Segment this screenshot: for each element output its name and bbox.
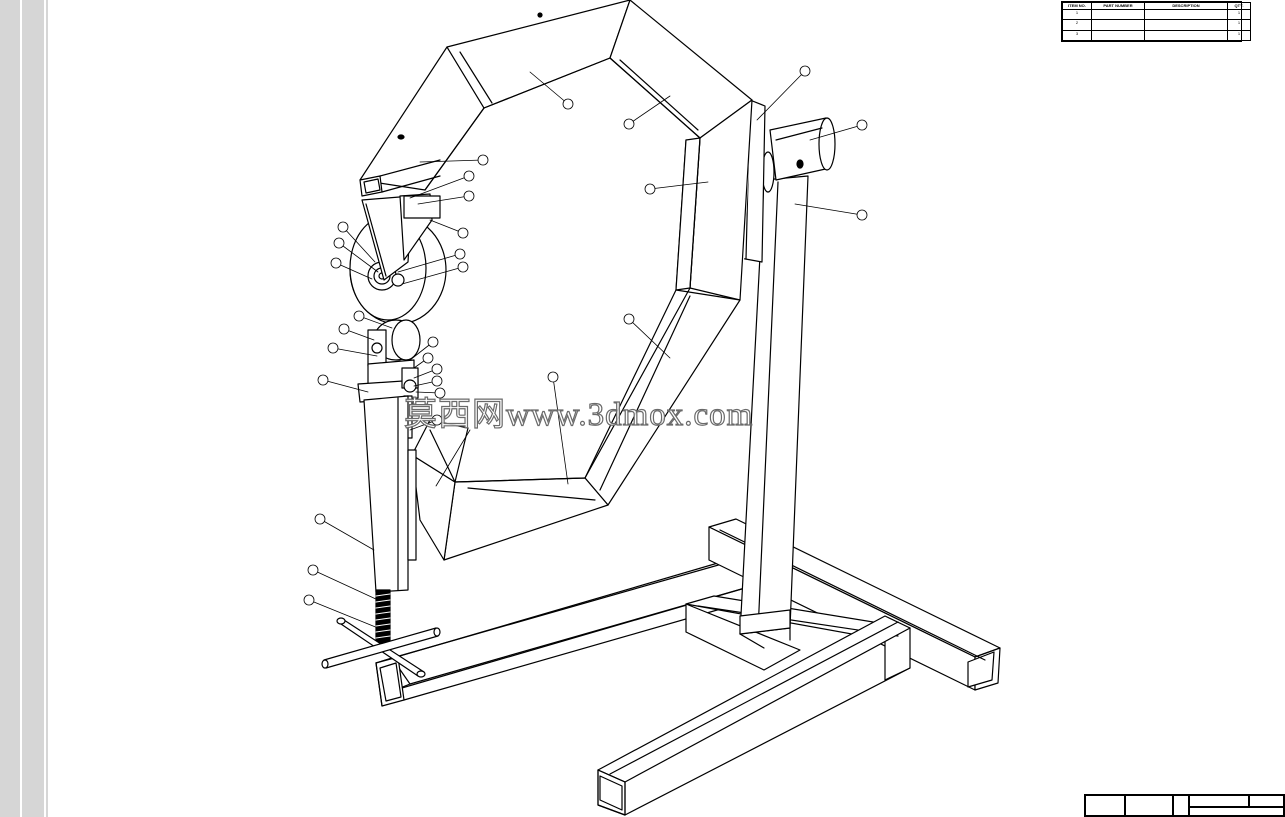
- title-block-scale: [1189, 807, 1284, 816]
- balloon-b1: [562, 98, 574, 110]
- balloon-b27: [547, 371, 559, 383]
- table-row: 2 1: [1062, 19, 1251, 31]
- sheet-margin: [0, 0, 48, 817]
- balloon-b25: [431, 414, 443, 426]
- table-row: 3 1: [1062, 29, 1251, 42]
- table-row: 1 1: [1062, 8, 1251, 21]
- header-qty: QTY.: [1227, 2, 1251, 10]
- balloon-b21: [431, 363, 443, 375]
- watermark: 莫西网www.3dmox.com: [403, 396, 754, 433]
- balloon-b14: [454, 248, 466, 260]
- balloon-b8: [463, 170, 475, 182]
- balloon-b10: [457, 227, 469, 239]
- row-qty: 1: [1227, 29, 1251, 42]
- balloon-b3: [477, 154, 489, 166]
- balloon-b23: [434, 387, 446, 399]
- balloon-b11: [337, 221, 349, 233]
- balloon-b24: [317, 374, 329, 386]
- balloon-b22: [431, 375, 443, 387]
- balloon-b5: [799, 65, 811, 77]
- parts-list-header: ITEM NO. PART NUMBER DESCRIPTION QTY.: [1062, 2, 1251, 10]
- row-item-no: 1: [1062, 8, 1092, 21]
- row-part-number: [1091, 19, 1145, 31]
- title-block-dwg-no: [1189, 795, 1249, 807]
- balloon-b2: [623, 118, 635, 130]
- balloon-b30: [303, 594, 315, 606]
- balloon-b9: [463, 190, 475, 202]
- adjuster-clamp: [357, 359, 419, 439]
- balloon-b16: [353, 310, 365, 322]
- lower-tube: [363, 395, 417, 593]
- title-block-rev: [1249, 795, 1284, 807]
- header-description: DESCRIPTION: [1144, 2, 1228, 10]
- row-description: [1144, 19, 1228, 31]
- screw-handle: [321, 589, 441, 678]
- balloon-b12: [333, 237, 345, 249]
- upright-post: [739, 175, 809, 649]
- title-block-info: [1085, 795, 1125, 816]
- balloon-b26: [623, 313, 635, 325]
- title-block: [1084, 794, 1285, 817]
- row-item-no: 3: [1062, 29, 1092, 42]
- balloon-b13: [330, 257, 342, 269]
- row-description: [1144, 8, 1228, 21]
- title-block-size: [1173, 795, 1189, 816]
- parts-list-table: ITEM NO. PART NUMBER DESCRIPTION QTY. 1 …: [1061, 1, 1251, 42]
- balloon-b7: [856, 209, 868, 221]
- balloon-b29: [307, 564, 319, 576]
- upper-wheel: [349, 193, 447, 325]
- pivot-shaft: [761, 117, 836, 193]
- balloon-b4: [644, 183, 656, 195]
- row-qty: 1: [1227, 19, 1251, 31]
- header-part-number: PART NUMBER: [1091, 2, 1145, 10]
- row-item-no: 2: [1062, 19, 1092, 31]
- title-block-name: [1125, 795, 1173, 816]
- callout-balloons: [303, 65, 868, 606]
- lower-roller: [367, 319, 421, 367]
- row-part-number: [1091, 8, 1145, 21]
- row-qty: 1: [1227, 8, 1251, 21]
- balloon-b28: [314, 513, 326, 525]
- row-description: [1144, 29, 1228, 42]
- balloon-b6: [856, 119, 868, 131]
- balloon-b20: [422, 352, 434, 364]
- balloon-b18: [327, 342, 339, 354]
- header-item-no: ITEM NO.: [1062, 2, 1092, 10]
- octagon-frame: [359, 0, 753, 561]
- balloon-b17: [338, 323, 350, 335]
- row-part-number: [1091, 29, 1145, 42]
- balloon-b15: [457, 261, 469, 273]
- balloon-b19: [427, 336, 439, 348]
